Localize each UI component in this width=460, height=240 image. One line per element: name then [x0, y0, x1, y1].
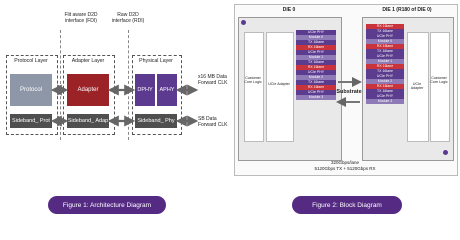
die1-phy-stack: RX 16lane TX 16lane UCIe PHY Module 0 RX… — [366, 24, 404, 104]
stack-item: TX 16lane — [366, 29, 404, 34]
die1-title: DIE 1 (R180 of DIE 0) — [382, 7, 432, 13]
die0-phy-stack: UCIe PHY Module 0 TX 16lane RX 16lane UC… — [296, 30, 336, 100]
stack-item: TX 16lane — [296, 80, 336, 85]
rdi-label: Raw D2D interface (RDI) — [111, 12, 145, 24]
die0-orientation-dot — [241, 20, 246, 25]
stack-item: UCIe PHY — [366, 34, 404, 39]
stack-item: RX 16lane — [366, 44, 404, 49]
die0-customer-logic-label: Customer Core Logic — [244, 76, 262, 84]
die0-title: DIE 0 — [282, 7, 296, 13]
aphy-block: APHY — [157, 74, 177, 106]
fig1-arrows — [50, 84, 199, 127]
mb-data-label: x16 MB Data Forward CLK — [198, 74, 228, 86]
die0-adapter-box — [266, 32, 294, 142]
stack-item: Module 2 — [366, 79, 404, 84]
sideband-adap-block: Sideband_ Adap — [67, 114, 109, 128]
stack-item: UCIe PHY — [296, 50, 336, 55]
die1-customer-logic-box — [430, 32, 450, 142]
fdi-label: Flit aware D2D interface (FDI) — [64, 12, 98, 24]
stack-item: TX 16lane — [296, 40, 336, 45]
die1-adapter-box — [407, 32, 429, 142]
stack-item: TX 16lane — [366, 89, 404, 94]
protocol-layer-title: Protocol Layer — [14, 58, 48, 64]
die0-customer-logic-box — [244, 32, 264, 142]
stack-item: TX 16lane — [366, 49, 404, 54]
die0-adapter-label: UCIe Adapter — [268, 82, 290, 86]
die1-orientation-dot — [443, 150, 448, 155]
die1-adapter-label: UCIe Adapter — [410, 82, 424, 90]
sideband-prot-block: Sideband_ Prot — [10, 114, 52, 128]
substrate-arrows — [336, 77, 362, 107]
stack-item: RX 16lane — [366, 24, 404, 29]
stack-item: RX 16lane — [366, 64, 404, 69]
die1-customer-logic-label: Customer Core Logic — [430, 76, 448, 84]
stack-item: Module 3 — [366, 99, 404, 104]
physical-layer-title: Physical Layer — [139, 58, 173, 64]
stack-item: Module 0 — [296, 35, 336, 40]
stack-item: UCIe PHY — [366, 54, 404, 59]
stack-item: RX 16lane — [366, 84, 404, 89]
bandwidth-label: 5120Gbps TX + 5120Gbps RX — [314, 166, 376, 171]
stack-item: TX 16lane — [296, 60, 336, 65]
stack-item: TX 16lane — [366, 69, 404, 74]
stack-item: Module 2 — [296, 75, 336, 80]
sideband-phy-block: Sideband_ Phy — [135, 114, 177, 128]
stack-item: RX 16lane — [296, 85, 336, 90]
stack-item: UCIe PHY — [296, 90, 336, 95]
figure2-caption: Figure 2: Block Diagram — [292, 196, 402, 214]
figure1-caption: Figure 1: Architecture Diagram — [48, 196, 166, 214]
stack-item: UCIe PHY — [366, 74, 404, 79]
stack-item: Module 1 — [366, 59, 404, 64]
substrate-label: Substrate — [336, 89, 362, 95]
stack-item: Module 1 — [296, 55, 336, 60]
stack-item: UCIe PHY — [296, 70, 336, 75]
stack-item: UCIe PHY — [366, 94, 404, 99]
adapter-layer-title: Adapter Layer — [71, 58, 105, 64]
sb-data-label: SB Data Forward CLK — [198, 116, 228, 128]
stack-item: RX 16lane — [296, 65, 336, 70]
lane-rate-label: 320Gbps/lane — [330, 160, 360, 165]
stack-item: Module 0 — [366, 39, 404, 44]
stack-item: RX 16lane — [296, 45, 336, 50]
dphy-block: DPHY — [135, 74, 155, 106]
protocol-block: Protocol — [10, 74, 52, 106]
stack-item: Module 3 — [296, 95, 336, 100]
adapter-block: Adapter — [67, 74, 109, 106]
stack-item: UCIe PHY — [296, 30, 336, 35]
